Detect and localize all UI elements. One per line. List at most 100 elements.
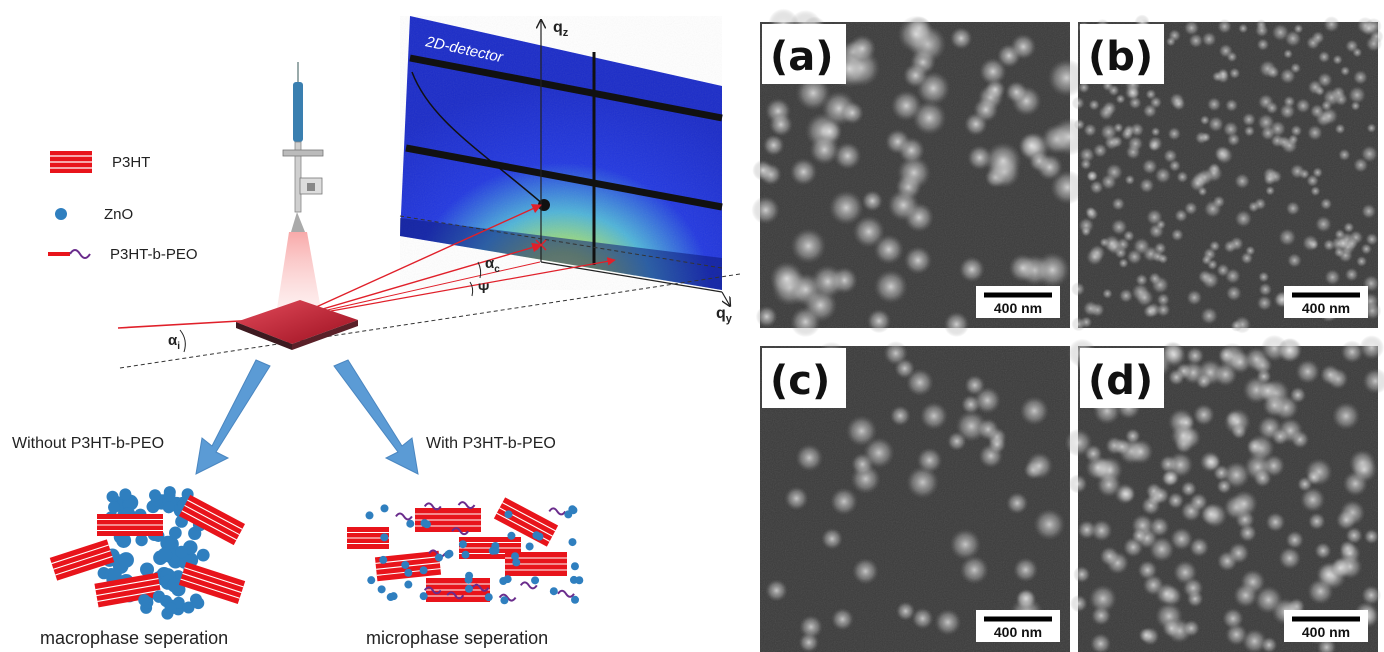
zno-particle (404, 580, 413, 589)
zno-particle (568, 505, 577, 514)
zno-particle (570, 562, 579, 571)
zno-particle (119, 488, 132, 501)
copolymer-chain (446, 591, 465, 600)
qz-axis-label: qz (553, 19, 569, 39)
incident-angle-label: αi (168, 332, 180, 352)
zno-particle (122, 497, 137, 512)
copolymer-chain (423, 502, 442, 511)
zno-particle (106, 490, 119, 503)
microphase-morphology (347, 497, 584, 605)
zno-particle (164, 602, 177, 615)
zno-particle (169, 526, 182, 540)
panel-label: (a) (770, 34, 834, 80)
zno-particle (511, 552, 520, 561)
zno-particle (465, 571, 474, 580)
with-copolymer-label: With P3HT-b-PEO (426, 435, 556, 452)
zno-particle (365, 511, 374, 520)
zno-particle (380, 504, 389, 513)
zno-particle (444, 550, 453, 559)
zno-particle (192, 597, 205, 610)
zno-particle (389, 592, 398, 601)
sem-panel-a: (a) 400 nm (751, 8, 1088, 338)
zno-particle (379, 555, 388, 564)
blue-dot-icon (55, 208, 67, 220)
zno-particle (377, 585, 386, 594)
p3ht-legend-item: P3HT (50, 151, 150, 173)
zno-particle (491, 546, 500, 555)
zno-particle (108, 568, 122, 582)
copolymer-chain (457, 501, 476, 510)
psi-angle-arc (469, 281, 474, 297)
legend: P3HT ZnO P3HT-b-PEO (48, 151, 198, 263)
zno-particle (162, 501, 175, 514)
copolymer-chain (519, 581, 538, 590)
zno-particle (404, 568, 413, 577)
zno-particle (116, 533, 132, 548)
red-stripe-block-icon (50, 151, 92, 173)
zno-particle (507, 531, 516, 540)
zno-particle (434, 553, 443, 562)
zno-particle (419, 592, 428, 601)
zno-legend-item: ZnO (55, 206, 133, 223)
macrophase-caption: macrophase seperation (40, 628, 228, 648)
zno-particle (503, 575, 512, 584)
zno-particle (401, 560, 410, 569)
zno-particle (575, 576, 584, 585)
zno-particle (458, 540, 467, 549)
zno-particle (571, 595, 580, 604)
zno-particle (531, 576, 540, 585)
zno-particle (367, 576, 376, 585)
zno-particle (182, 601, 195, 614)
panel-label: (d) (1088, 358, 1153, 404)
without-copolymer-label: Without P3HT-b-PEO (12, 435, 164, 452)
zno-particle (157, 547, 173, 563)
p3ht-crystal (178, 494, 246, 546)
zno-particle (380, 533, 389, 542)
sem-panel-d: (d) 400 nm (1064, 334, 1384, 652)
zno-particle (420, 519, 429, 528)
zno-particle (138, 593, 151, 606)
branch-arrow-right (333, 359, 419, 475)
panel-label: (c) (770, 358, 830, 404)
zno-particle (163, 489, 176, 502)
p3ht-b-peo-legend-item: P3HT-b-PEO (48, 246, 198, 263)
2d-detector: 2D-detector (400, 16, 723, 290)
copolymer-chain (557, 589, 575, 598)
zno-particle (532, 531, 541, 540)
panel-label: (b) (1088, 34, 1153, 80)
zno-legend-label: ZnO (104, 206, 133, 223)
sem-panel-c: (c) 400 nm (760, 341, 1070, 652)
copolymer-chain (498, 593, 517, 602)
incident-angle-arc (179, 329, 186, 353)
p3ht-crystal (426, 578, 490, 602)
zno-particle (108, 501, 121, 514)
zno-particle (504, 510, 513, 519)
sample-plane-line (119, 273, 741, 369)
xray-beams (117, 204, 616, 329)
zno-particle (464, 584, 473, 593)
zno-particle (160, 535, 176, 551)
scale-bar-label: 400 nm (1302, 624, 1350, 640)
scale-bar-label: 400 nm (1302, 300, 1350, 316)
zno-particle (149, 489, 162, 502)
qy-axis (540, 261, 723, 293)
p3ht-crystal (97, 514, 163, 536)
scale-bar-label: 400 nm (994, 624, 1042, 640)
zno-particle (196, 548, 210, 562)
p3ht-crystal (178, 562, 246, 604)
copolymer-chain (395, 512, 413, 521)
zno-particle (419, 566, 428, 575)
copolymer-chain (423, 586, 442, 595)
zno-particle (484, 593, 493, 602)
scale-bar-label: 400 nm (994, 300, 1042, 316)
zno-particle (568, 538, 577, 547)
microphase-caption: microphase seperation (366, 628, 548, 648)
p3ht-legend-label: P3HT (112, 154, 150, 171)
critical-angle-label: αc (485, 255, 500, 275)
zno-particle (512, 558, 521, 567)
red-purple-chain-icon (48, 249, 91, 259)
horizon-line (399, 215, 723, 269)
copolymer-chain (428, 549, 446, 558)
sem-panel-b: (b) 400 nm (1071, 14, 1384, 334)
